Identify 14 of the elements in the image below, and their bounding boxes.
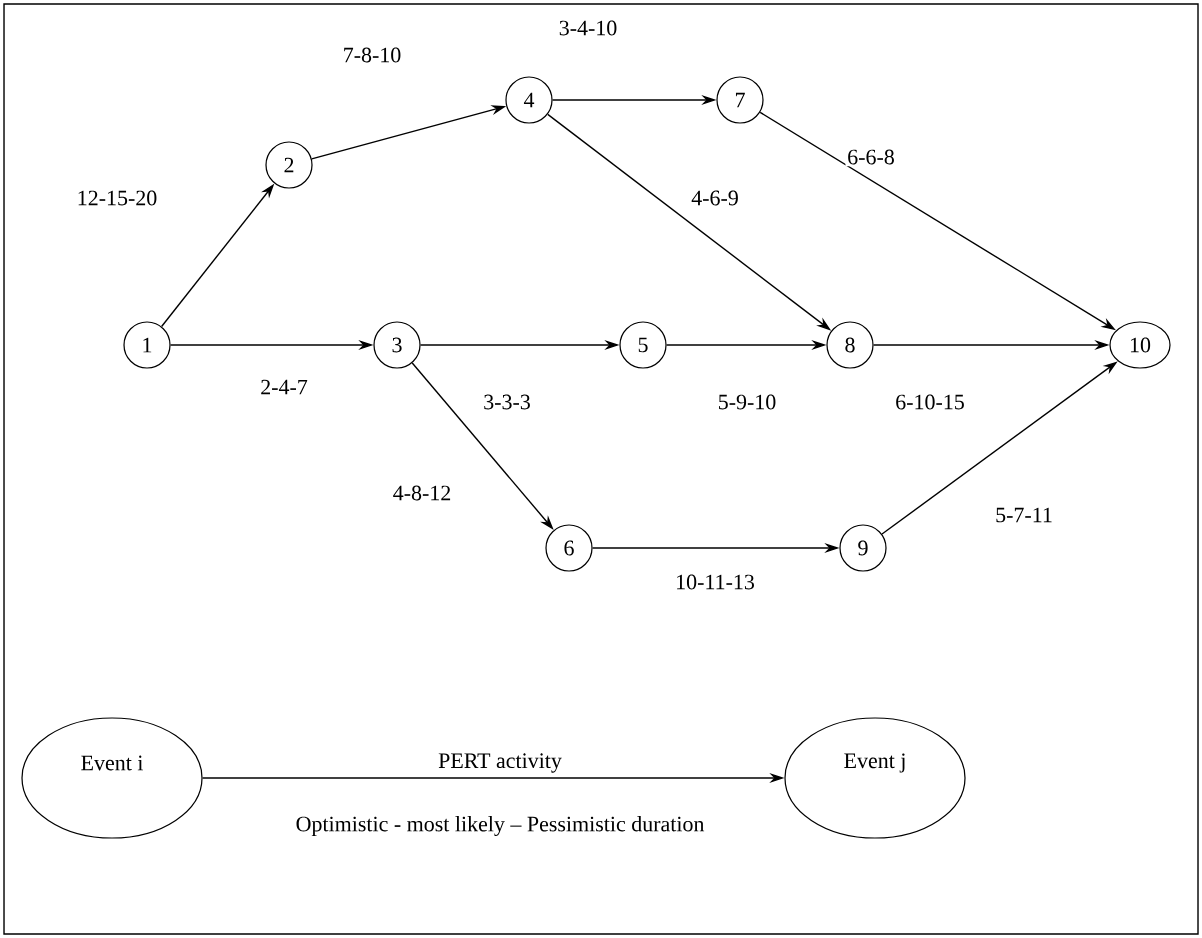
edge-label: 12-15-20 [75,188,160,208]
edge-label: 4-8-12 [390,483,454,503]
edge-label: 2-4-7 [258,377,310,397]
edge-label: 4-6-9 [689,188,741,208]
edge-label: 5-9-10 [715,392,779,412]
note-text: Optimistic - most likely – Pessimistic duration [293,814,707,838]
edge-label: 7-8-10 [340,45,404,65]
edge-label: 6-6-8 [845,147,897,167]
edge-label: 10-11-13 [673,572,757,592]
edge-label: 6-10-15 [893,392,967,412]
edge-label: PERT activity [436,751,564,775]
edge-label: 3-3-3 [481,392,533,412]
edge-label: 5-7-11 [993,505,1055,525]
edge-label: 3-4-10 [556,18,620,38]
